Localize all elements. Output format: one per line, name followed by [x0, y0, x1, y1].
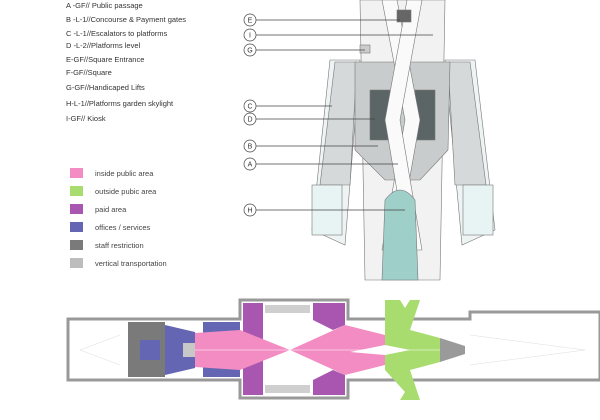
- legend-label: offices / services: [95, 223, 151, 232]
- callout-c: [243, 99, 257, 113]
- legend-label: staff restriction: [95, 241, 144, 250]
- offices-area: [165, 325, 195, 375]
- legend-label: paid area: [95, 205, 127, 214]
- callout-b: [243, 139, 257, 153]
- callout-i: [243, 28, 257, 42]
- callout-label: D: [247, 117, 252, 124]
- axonometric-view: [311, 0, 496, 281]
- legend-swatch-inside-public: [70, 168, 83, 178]
- legend-swatch-staff: [70, 240, 83, 250]
- callout-label: I: [249, 33, 251, 40]
- plan-view: [66, 298, 600, 400]
- key-item-c: C -L-1//Escalators to platforms: [66, 29, 168, 38]
- legend-swatch-offices: [70, 222, 83, 232]
- callout-d: [243, 112, 257, 126]
- callout-a: [243, 157, 257, 171]
- callout-label: B: [248, 144, 253, 151]
- legend-label: inside public area: [95, 169, 154, 178]
- legend-swatch-outside-public: [70, 186, 83, 196]
- key-item-f: F-GF//Square: [66, 68, 112, 77]
- key-item-i: I-GF// Kiosk: [66, 114, 106, 123]
- legend-label: vertical transportation: [95, 259, 167, 268]
- callout-h: [243, 203, 257, 217]
- legend-swatch-vertical: [70, 258, 83, 268]
- legend-swatch-paid: [70, 204, 83, 214]
- key-item-e: E-GF//Square Entrance: [66, 55, 145, 64]
- key-item-h: H-L-1//Platforms garden skylight: [66, 99, 174, 108]
- callout-label: G: [247, 48, 252, 55]
- legend-label: outside pubic area: [95, 187, 157, 196]
- callout-label: A: [248, 162, 253, 169]
- key-item-g: G-GF//Handicaped Lifts: [66, 83, 145, 92]
- key-item-d: D -L-2//Platforms level: [66, 41, 141, 50]
- callout-g: [243, 43, 257, 57]
- callout-label: C: [247, 104, 252, 111]
- callout-label: H: [247, 208, 252, 215]
- key-item-b: B -L-1//Concourse & Payment gates: [66, 15, 187, 24]
- key-item-a: A -GF// Public passage: [66, 1, 143, 10]
- callouts: [243, 13, 433, 217]
- callout-label: E: [248, 18, 253, 25]
- callout-e: [243, 13, 257, 27]
